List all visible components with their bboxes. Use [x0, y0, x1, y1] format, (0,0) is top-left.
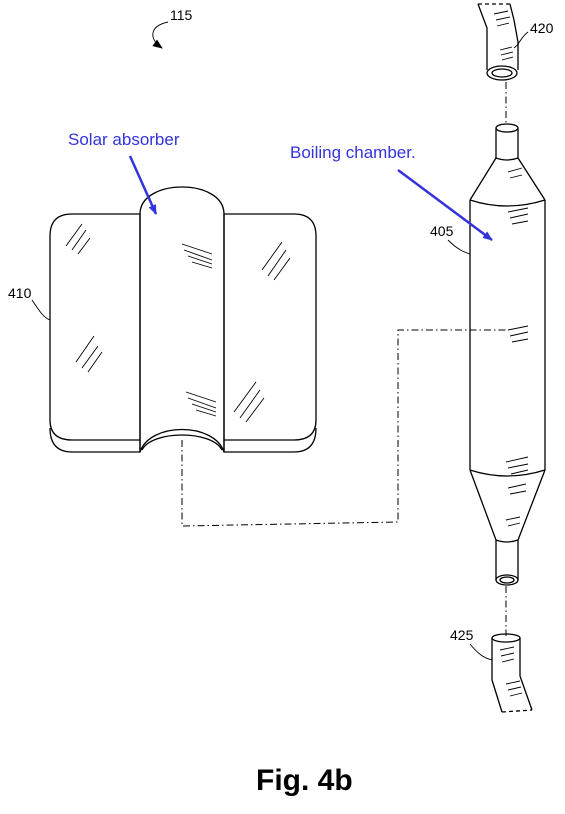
leader-425: [469, 643, 493, 661]
annotation-solar-absorber: Solar absorber: [68, 130, 180, 149]
boiling-chamber-405: [469, 123, 546, 586]
leader-405: [447, 239, 471, 255]
ref-label-405: 405: [430, 223, 454, 239]
ref-label-420: 420: [530, 20, 554, 36]
ref-label-410: 410: [8, 285, 32, 301]
ref-label-425: 425: [450, 627, 474, 643]
figure-caption: Fig. 4b: [256, 764, 353, 797]
leader-115: [152, 21, 169, 49]
leader-420: [513, 31, 529, 49]
lower-pipe-425: [491, 633, 533, 713]
annotation-arrow-solar-absorber: [128, 155, 158, 215]
solar-absorber-410: [49, 186, 317, 453]
annotation-boiling-chamber: Boiling chamber.: [290, 143, 416, 162]
leader-410: [31, 299, 51, 321]
upper-pipe-420: [477, 3, 519, 81]
ref-label-115: 115: [170, 7, 193, 23]
connection-line: [181, 329, 506, 527]
annotation-arrow-boiling-chamber: [397, 168, 493, 242]
